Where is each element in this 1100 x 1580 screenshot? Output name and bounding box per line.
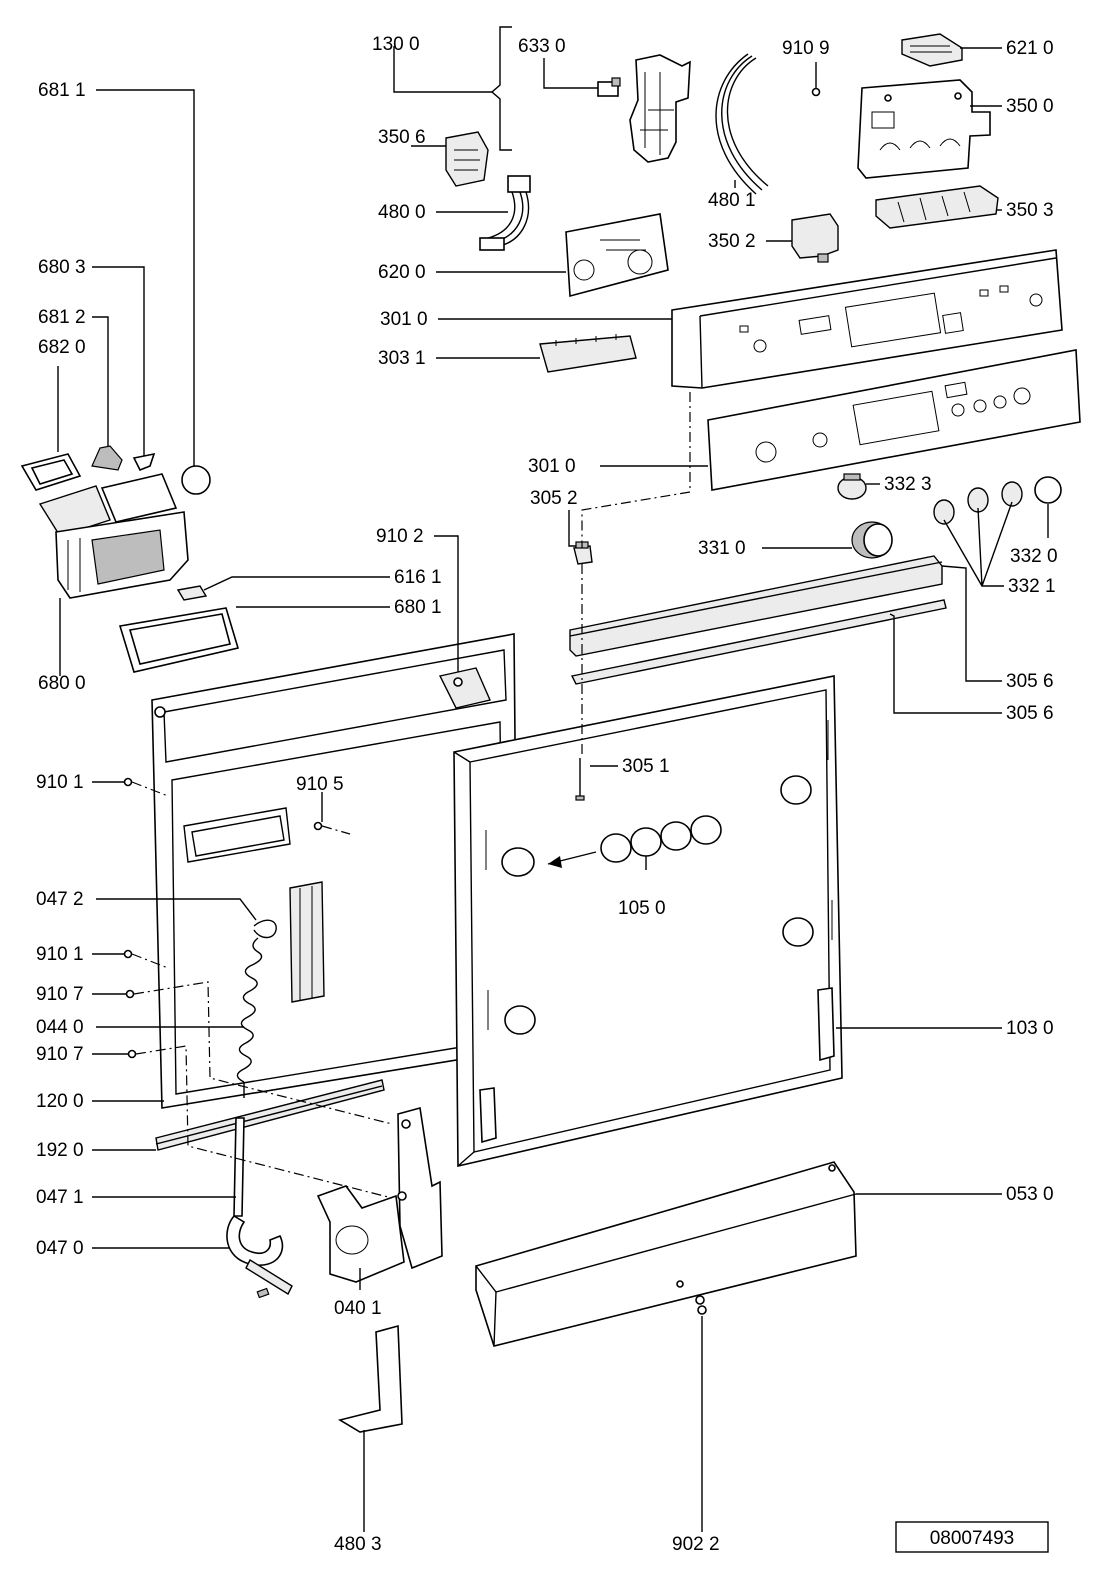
callout-350-6: 350 6: [378, 127, 426, 148]
part-680-dispenser: [38, 473, 189, 599]
callout-910-1-b: 910 1: [36, 944, 84, 965]
callout-301-0-rear: 301 0: [380, 309, 428, 330]
part-303-module: [539, 334, 637, 373]
callout-305-2: 305 2: [530, 488, 578, 509]
part-053-kickplate: [475, 1161, 857, 1347]
callout-105-0: 105 0: [618, 898, 666, 919]
part-350-3-connector: [875, 185, 999, 229]
part-301-panel-front: [707, 349, 1081, 491]
callout-910-7-a: 910 7: [36, 984, 84, 1005]
callout-332-0: 332 0: [1010, 546, 1058, 567]
callout-910-9: 910 9: [782, 38, 830, 59]
callout-621-0: 621 0: [1006, 38, 1054, 59]
part-301-panel-rear: [671, 249, 1063, 389]
part-680-1-gasket: [118, 607, 240, 673]
part-620-control-board: [565, 213, 669, 298]
callout-301-0-front: 301 0: [528, 456, 576, 477]
callout-303-1: 303 1: [378, 348, 426, 369]
part-040-hinge: [316, 1106, 443, 1283]
callout-633-0: 633 0: [518, 36, 566, 57]
callout-680-0: 680 0: [38, 673, 86, 694]
part-682-gasket: [20, 453, 82, 491]
callout-682-0: 682 0: [38, 337, 86, 358]
part-331-knob: [851, 521, 893, 559]
callout-616-1: 616 1: [394, 567, 442, 588]
callout-331-0: 331 0: [698, 538, 746, 559]
callout-305-6-b: 305 6: [1006, 703, 1054, 724]
drawing-number-box: 08007493: [895, 1521, 1049, 1553]
part-480-0-harness: [479, 175, 531, 251]
part-305-2-clip: [573, 541, 593, 565]
callout-350-2: 350 2: [708, 231, 756, 252]
assembly-lines: [131, 392, 691, 1199]
part-305-1-pin: [575, 758, 585, 801]
part-044-spring: [236, 919, 277, 1098]
part-332-0-cap: [1034, 476, 1062, 504]
part-616-1-spacer: [176, 585, 208, 601]
part-681-2-cap: [91, 445, 123, 471]
callout-350-3: 350 3: [1006, 200, 1054, 221]
callout-047-0: 047 0: [36, 1238, 84, 1259]
part-332-1-knobs: [933, 481, 1023, 525]
part-group-bracket-130: [490, 26, 512, 151]
callout-044-0: 044 0: [36, 1017, 84, 1038]
callout-681-2: 681 2: [38, 307, 86, 328]
part-192-rail: [155, 1079, 385, 1151]
callout-130-0: 130 0: [372, 34, 420, 55]
callout-120-0: 120 0: [36, 1091, 84, 1112]
leader-lines: [57, 46, 1049, 1532]
part-332-3-knob: [837, 473, 867, 500]
callout-681-1: 681 1: [38, 80, 86, 101]
part-350-0-board: [857, 79, 991, 179]
callout-910-2: 910 2: [376, 526, 424, 547]
part-350-6-module: [445, 131, 489, 187]
callout-labels: 130 0 633 0 910 9 621 0 681 1 350 0 350 …: [36, 34, 1058, 1555]
part-047-linkage: [226, 1117, 293, 1299]
part-305-6-trim: [569, 555, 947, 685]
callout-332-3: 332 3: [884, 474, 932, 495]
callout-910-5: 910 5: [296, 774, 344, 795]
callout-332-1: 332 1: [1008, 576, 1056, 597]
callout-040-1: 040 1: [334, 1298, 382, 1319]
part-910-9-screw: [811, 87, 821, 97]
part-120-inner-door: [151, 633, 519, 1109]
callout-192-0: 192 0: [36, 1140, 84, 1161]
callout-680-1: 680 1: [394, 597, 442, 618]
callout-910-7-b: 910 7: [36, 1044, 84, 1065]
callout-053-0: 053 0: [1006, 1184, 1054, 1205]
callout-305-1: 305 1: [622, 756, 670, 777]
part-902-2-screw: [695, 1295, 707, 1315]
part-130-latch: [629, 54, 691, 163]
part-681-1-cap: [181, 465, 211, 495]
screws: [123, 777, 323, 1059]
callout-902-2: 902 2: [672, 1534, 720, 1555]
callout-680-3: 680 3: [38, 257, 86, 278]
callout-480-3: 480 3: [334, 1534, 382, 1555]
callout-480-1: 480 1: [708, 190, 756, 211]
callout-480-0: 480 0: [378, 202, 426, 223]
part-103-outer-door: [453, 675, 843, 1168]
part-350-2-module: [791, 213, 839, 263]
callout-350-0: 350 0: [1006, 96, 1054, 117]
part-680-3-clip: [132, 452, 156, 472]
part-480-1-harness: [715, 53, 769, 195]
callout-305-6-a: 305 6: [1006, 671, 1054, 692]
callout-910-1-a: 910 1: [36, 772, 84, 793]
part-480-3-bracket: [337, 1324, 403, 1433]
drawing-number: 08007493: [930, 1528, 1015, 1549]
callout-620-0: 620 0: [378, 262, 426, 283]
callout-103-0: 103 0: [1006, 1018, 1054, 1039]
callout-047-1: 047 1: [36, 1187, 84, 1208]
part-633-switch: [597, 77, 621, 97]
part-621-board: [901, 33, 963, 67]
callout-047-2: 047 2: [36, 889, 84, 910]
